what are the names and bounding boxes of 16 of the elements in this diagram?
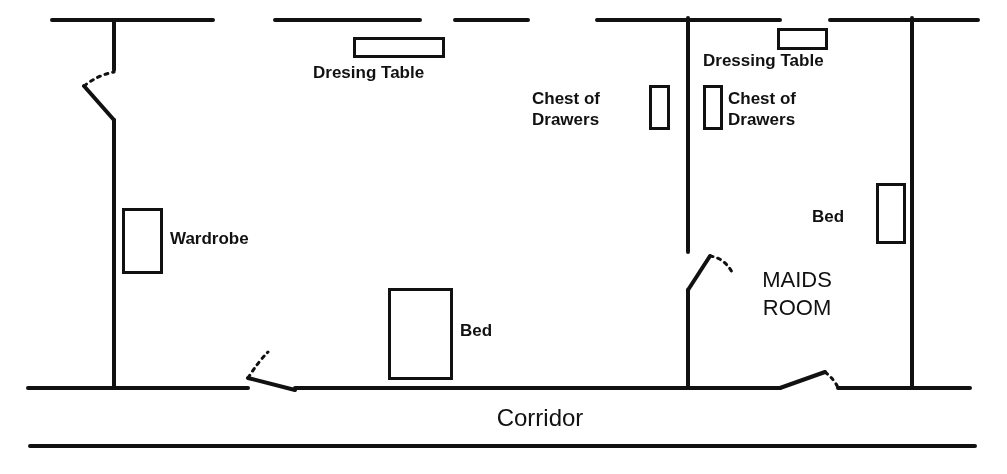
furniture-outline	[122, 208, 163, 274]
furniture-outline	[649, 85, 670, 130]
corridor-label: Corridor	[495, 405, 585, 431]
furniture-label: Dresing Table	[313, 62, 426, 83]
furniture-label: Bed	[460, 320, 494, 341]
furniture-label: Bed	[812, 206, 846, 227]
furniture-label: Wardrobe	[170, 228, 250, 249]
room-label: MAIDS ROOM	[761, 266, 833, 322]
furniture-outline	[876, 183, 906, 244]
furniture-outline	[388, 288, 453, 380]
furniture-outline	[353, 37, 445, 58]
furniture-label: Chest of Drawers	[728, 88, 797, 130]
furniture-outline	[777, 28, 828, 50]
furniture-outline	[703, 85, 723, 130]
furniture-label: Chest of Drawers	[532, 88, 601, 130]
furniture-label: Dressing Table	[703, 50, 825, 71]
